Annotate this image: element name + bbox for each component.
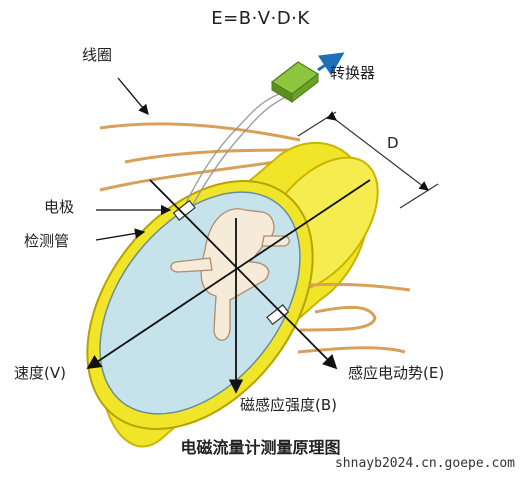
label-converter: 转换器 (330, 64, 376, 82)
label-coil: 线圈 (82, 46, 113, 64)
label-electrode: 电极 (44, 198, 75, 216)
label-velocity: 速度(V) (14, 364, 66, 382)
watermark-text: shnayb2024.cn.goepe.com (334, 456, 515, 471)
label-diameter: D (387, 134, 399, 152)
coil-top (99, 122, 301, 192)
converter-box-icon (270, 52, 345, 104)
electrode-icon (172, 199, 290, 326)
label-induced-emf: 感应电动势(E) (348, 364, 445, 382)
signal-wires (184, 91, 291, 211)
formula-title: E=B·V·D·K (211, 8, 310, 29)
diameter-dimension (297, 111, 439, 209)
axis-lines (86, 179, 371, 394)
leader-lines (95, 77, 172, 241)
coil-bottom (297, 282, 411, 354)
right-hand-rule-icon (170, 208, 290, 341)
label-magnetic-field: 磁感应强度(B) (240, 396, 337, 414)
diagram-caption: 电磁流量计测量原理图 (180, 438, 341, 457)
label-detection-tube: 检测管 (24, 232, 70, 250)
